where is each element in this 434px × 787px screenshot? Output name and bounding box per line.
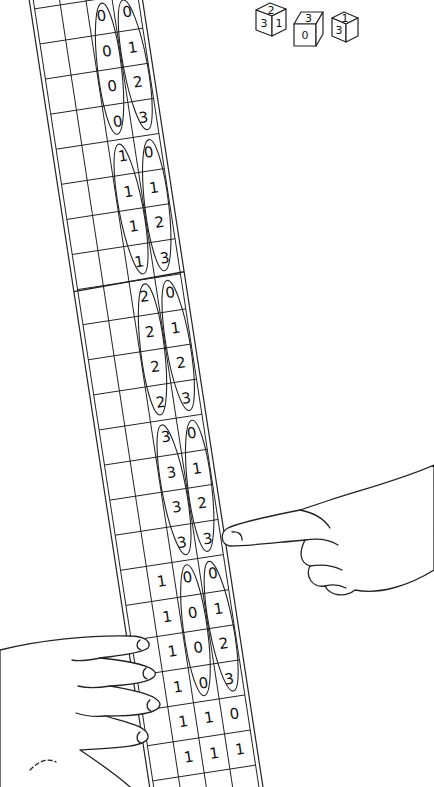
table-digit: 0 — [106, 78, 118, 94]
table-digit: 1 — [148, 180, 160, 196]
table-digit: 1 — [234, 741, 246, 757]
table-digit: 1 — [117, 149, 129, 165]
table-digit: 0 — [121, 4, 133, 20]
table-digit: 0 — [207, 566, 219, 582]
table-digit: 0 — [186, 425, 198, 441]
die-number: 3 — [261, 18, 268, 29]
table-digit: 2 — [218, 636, 230, 652]
die-number: 1 — [276, 17, 283, 28]
table-digit: 3 — [223, 671, 235, 687]
table-digit: 3 — [176, 535, 188, 551]
table-digit: 1 — [133, 254, 145, 270]
pointing-hand — [222, 465, 434, 595]
table-digit: 3 — [180, 390, 192, 406]
table-digit: 2 — [144, 324, 156, 340]
table-digit: 2 — [175, 355, 187, 371]
die-number: 2 — [268, 4, 275, 15]
table-digit: 2 — [197, 496, 209, 512]
table-digit: 0 — [96, 8, 108, 24]
table-digit: 2 — [149, 359, 161, 375]
table-digit: 1 — [213, 601, 225, 617]
table-digit: 3 — [137, 110, 149, 126]
table-digit: 1 — [161, 609, 173, 625]
die-number: 0 — [302, 30, 309, 41]
table-digit: 0 — [198, 675, 210, 691]
table-digit: 2 — [154, 215, 166, 231]
table-digit: 1 — [123, 184, 135, 200]
table-digit: 2 — [132, 74, 144, 90]
table-digit: 2 — [139, 289, 151, 305]
table-digit: 3 — [202, 531, 214, 547]
dice — [256, 3, 358, 46]
table-digit: 1 — [128, 219, 140, 235]
table-digit: 3 — [171, 499, 183, 515]
die-number: 1 — [342, 13, 349, 24]
table-digit: 1 — [167, 644, 179, 660]
table-digit: 1 — [156, 574, 168, 590]
table-digit: 0 — [164, 285, 176, 301]
die-number: 3 — [305, 13, 312, 24]
table-digit: 1 — [191, 460, 203, 476]
table-digit: 1 — [177, 714, 189, 730]
table-digit: 0 — [192, 640, 204, 656]
table-digit: 0 — [112, 113, 124, 129]
holding-hand — [0, 636, 160, 787]
table-digit: 2 — [155, 394, 167, 410]
table-digit: 0 — [101, 43, 113, 59]
table-digit: 1 — [208, 745, 220, 761]
table-digit: 0 — [187, 605, 199, 621]
table-digit: 3 — [159, 250, 171, 266]
table-digit: 1 — [127, 39, 139, 55]
table-digit: 0 — [182, 570, 194, 586]
table-digit: 3 — [165, 464, 177, 480]
table-digit: 1 — [203, 710, 215, 726]
table-digit: 1 — [183, 749, 195, 765]
table-digit: 3 — [160, 429, 172, 445]
table-digit: 1 — [172, 679, 184, 695]
die-number: 3 — [336, 25, 343, 36]
table-digit: 1 — [170, 320, 182, 336]
table-digit: 0 — [229, 706, 241, 722]
table-digit: 0 — [143, 145, 155, 161]
